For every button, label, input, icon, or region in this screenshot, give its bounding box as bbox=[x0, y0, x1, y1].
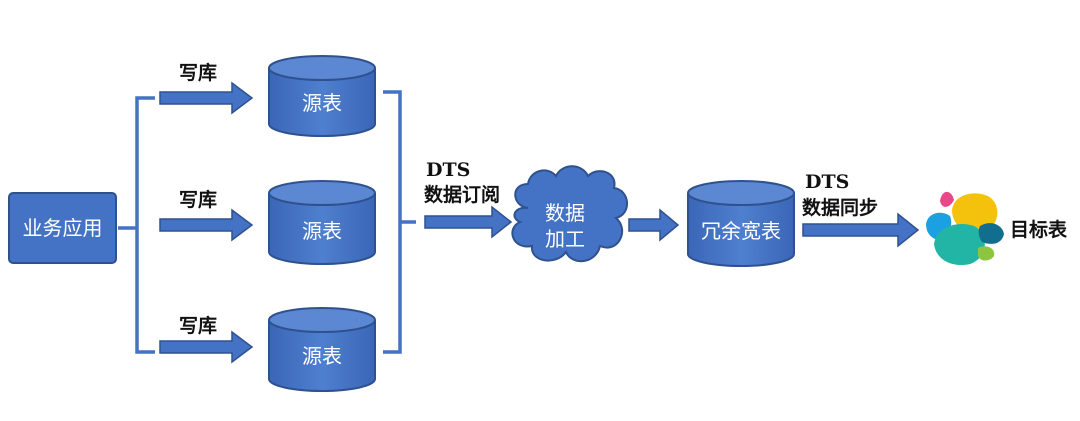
write-label: 写库 bbox=[179, 61, 217, 84]
write-label: 写库 bbox=[179, 188, 217, 211]
data-processing-label: 加工 bbox=[545, 227, 585, 251]
write-arrow-3 bbox=[159, 330, 254, 364]
wide-table-label: 冗余宽表 bbox=[701, 219, 781, 243]
sync-label-dts: DTS bbox=[805, 171, 849, 193]
source-table-label: 源表 bbox=[302, 91, 342, 115]
business-app-node: 业务应用 bbox=[8, 192, 117, 264]
source-table-3: 源表 bbox=[268, 307, 376, 392]
write-arrow-2 bbox=[159, 208, 254, 242]
data-processing-cloud: 数据 加工 bbox=[511, 165, 628, 262]
subscribe-label-dts: DTS bbox=[426, 159, 470, 181]
write-arrow-1 bbox=[159, 81, 254, 115]
data-processing-label: 数据 bbox=[545, 201, 585, 225]
process-arrow bbox=[628, 208, 680, 242]
sync-label: 数据同步 bbox=[802, 196, 878, 219]
source-table-1: 源表 bbox=[268, 55, 376, 137]
sync-arrow bbox=[802, 212, 920, 248]
target-table-label: 目标表 bbox=[1010, 218, 1068, 241]
source-table-label: 源表 bbox=[302, 344, 342, 368]
subscribe-label: 数据订阅 bbox=[424, 183, 500, 206]
wide-table: 冗余宽表 bbox=[687, 180, 795, 267]
business-app-label: 业务应用 bbox=[23, 216, 103, 240]
elasticsearch-logo-icon bbox=[926, 191, 1004, 266]
right-bracket bbox=[383, 90, 416, 354]
subscribe-arrow bbox=[424, 205, 513, 239]
source-table-2: 源表 bbox=[268, 180, 376, 265]
write-label: 写库 bbox=[179, 314, 217, 337]
left-bracket bbox=[118, 96, 155, 354]
source-table-label: 源表 bbox=[302, 219, 342, 243]
